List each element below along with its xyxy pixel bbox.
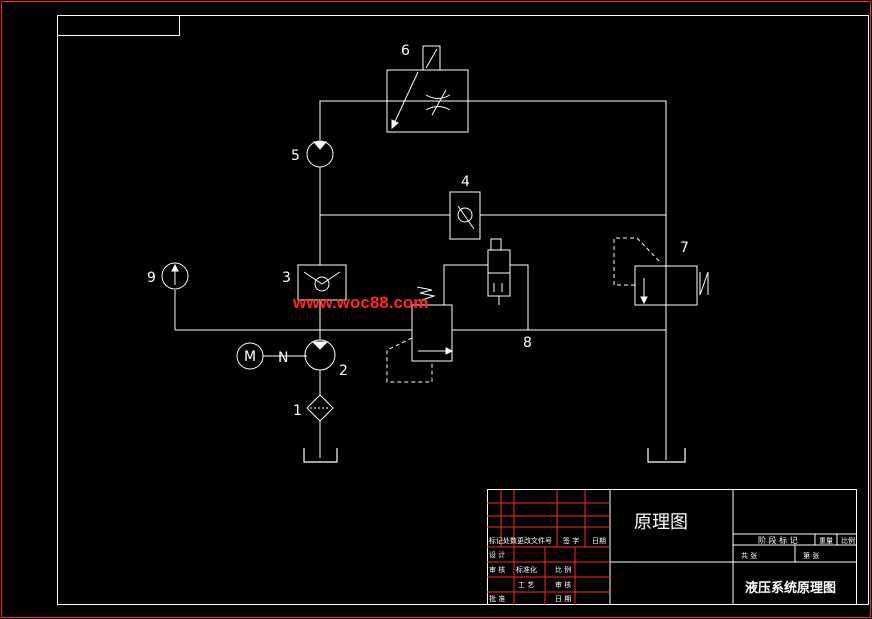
tb-h-count: 处数 bbox=[503, 536, 517, 545]
return-line bbox=[319, 100, 667, 460]
watermark-text: www.woc88.com bbox=[292, 293, 428, 312]
tb-approve: 批 准 bbox=[489, 594, 505, 603]
tb-proc: 工 艺 bbox=[518, 581, 534, 589]
label-9: 9 bbox=[147, 270, 156, 286]
pressure-valve bbox=[487, 238, 511, 305]
tb-weight: 重量 bbox=[819, 537, 833, 545]
directional-valve-7 bbox=[613, 237, 709, 306]
tb-h-date: 日期 bbox=[592, 537, 606, 545]
tanks bbox=[303, 448, 686, 463]
tb-scale: 比 例 bbox=[555, 565, 571, 574]
adjust-arrow bbox=[391, 71, 419, 129]
label-5: 5 bbox=[291, 148, 300, 164]
pilot-line-a bbox=[443, 264, 488, 305]
label-3: 3 bbox=[282, 270, 291, 286]
spring-n bbox=[699, 271, 709, 296]
tb-sheet-no: 第 张 bbox=[803, 551, 819, 560]
relief-valve bbox=[386, 286, 454, 383]
check-valve-3 bbox=[297, 264, 347, 301]
electric-motor bbox=[236, 342, 307, 370]
pump-2 bbox=[304, 339, 336, 371]
tb-ratio: 比例 bbox=[841, 536, 855, 545]
label-6: 6 bbox=[401, 43, 410, 59]
shaft-n-label: N bbox=[278, 350, 288, 366]
title-block: 标记 处数 更改文件号 签 字 日期 设 计 审 核 标准化 比 例 工 艺 审… bbox=[487, 489, 857, 605]
tb-stage: 阶 段 标 记 bbox=[758, 535, 798, 545]
label-4: 4 bbox=[461, 174, 470, 190]
tb-check: 审 核 bbox=[555, 580, 571, 589]
tank-right bbox=[647, 448, 686, 463]
pressure-gauge-9 bbox=[161, 262, 189, 290]
tb-review: 审 核 bbox=[489, 565, 505, 574]
label-1: 1 bbox=[293, 403, 302, 419]
throttle-head bbox=[422, 45, 441, 71]
tb-h-sign: 签 字 bbox=[563, 536, 579, 545]
tb-std: 标准化 bbox=[516, 565, 537, 574]
tank-left bbox=[303, 448, 338, 463]
motor-m-label: M bbox=[244, 349, 256, 365]
drawing-subtitle: 液压系统原理图 bbox=[745, 580, 836, 596]
label-7: 7 bbox=[680, 240, 689, 256]
pilot-line-b bbox=[510, 264, 529, 330]
tb-date: 日 期 bbox=[555, 595, 571, 603]
check-valve-4 bbox=[449, 191, 481, 240]
tb-design: 设 计 bbox=[489, 550, 505, 559]
throttle-valve-6 bbox=[386, 45, 469, 133]
filter-1 bbox=[306, 394, 334, 422]
inner-frame bbox=[57, 15, 869, 605]
label-8: 8 bbox=[523, 335, 532, 351]
hydraulic-motor-5 bbox=[306, 140, 334, 168]
tb-h-doc: 更改文件号 bbox=[517, 536, 552, 545]
tb-sheets-total: 共 张 bbox=[741, 551, 757, 560]
label-2: 2 bbox=[339, 363, 348, 379]
hydraulic-lines bbox=[174, 100, 667, 460]
tb-h-mark: 标记 bbox=[489, 536, 503, 545]
drawing-name: 原理图 bbox=[634, 512, 688, 533]
corner-code-box bbox=[57, 15, 180, 36]
